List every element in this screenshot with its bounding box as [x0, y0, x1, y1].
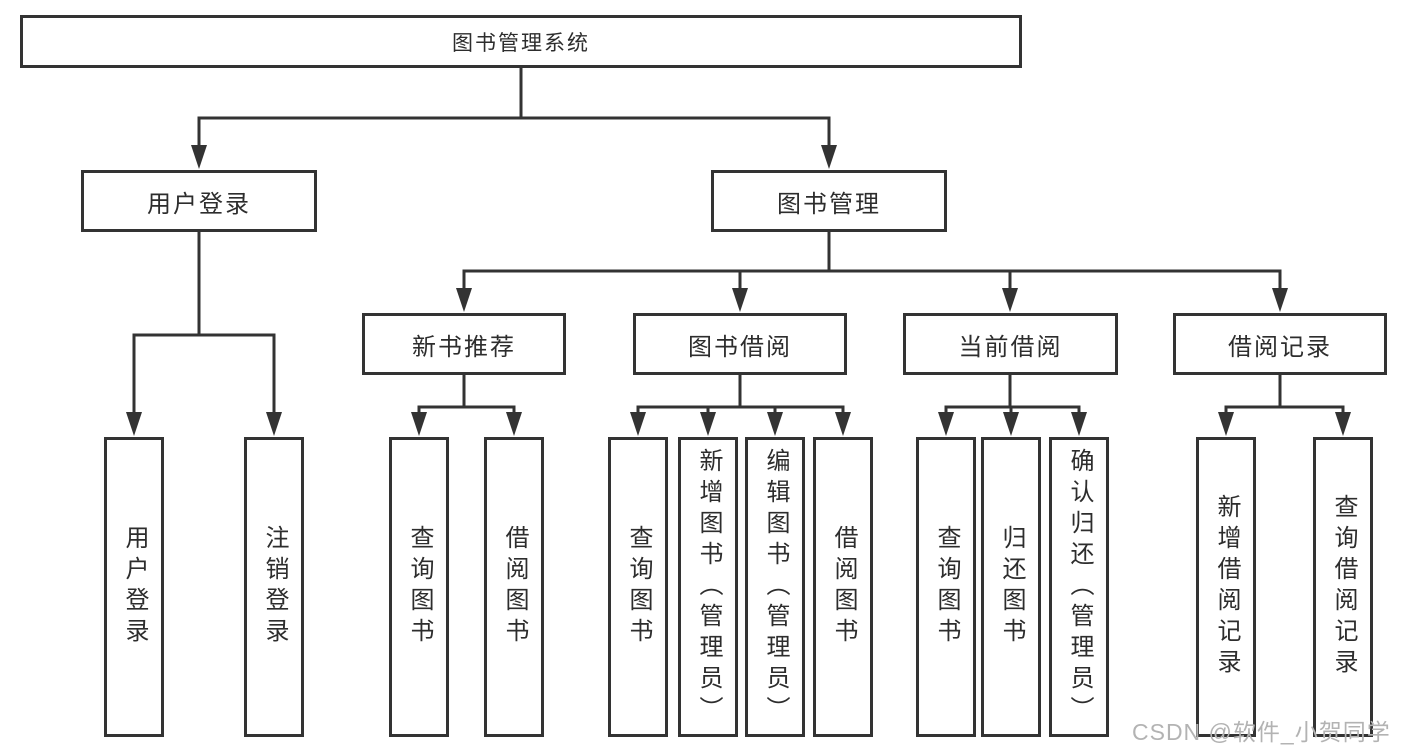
connector-line: [944, 373, 1081, 416]
node-current-query-books: 查询图书: [916, 437, 976, 737]
arrow-head: [1003, 412, 1019, 436]
arrow-head: [1218, 412, 1234, 436]
node-book-management: 图书管理: [711, 170, 947, 232]
arrow-head: [700, 412, 716, 436]
arrow-head: [732, 288, 748, 312]
arrow-head: [835, 412, 851, 436]
arrow-head: [411, 412, 427, 436]
arrow-head: [767, 412, 783, 436]
node-current-borrowing: 当前借阅: [903, 313, 1118, 375]
connector-line: [132, 230, 276, 416]
node-borrow-borrow-books: 借阅图书: [813, 437, 873, 737]
node-login: 用户登录: [104, 437, 164, 737]
arrow-head: [126, 412, 142, 436]
arrow-head: [938, 412, 954, 436]
node-records-query-record: 查询借阅记录: [1313, 437, 1373, 737]
node-current-return-books: 归还图书: [981, 437, 1041, 737]
node-rec-borrow-books: 借阅图书: [484, 437, 544, 737]
connector-book-management-to-level3: [456, 230, 1288, 312]
connector-current-borrowing-to-leaves: [938, 373, 1087, 436]
connector-book-borrowing-to-leaves: [630, 373, 851, 436]
connector-new-book-recommend-to-leaves: [411, 373, 522, 436]
node-book-borrowing: 图书借阅: [633, 313, 847, 375]
node-logout: 注销登录: [244, 437, 304, 737]
arrow-head: [1002, 288, 1018, 312]
arrow-head: [506, 412, 522, 436]
arrow-head: [1272, 288, 1288, 312]
node-root: 图书管理系统: [20, 15, 1022, 68]
connector-user-login-to-leaves: [126, 230, 282, 436]
connector-line: [462, 230, 1282, 292]
connector-line: [636, 373, 845, 416]
arrow-head: [1071, 412, 1087, 436]
arrow-head: [456, 288, 472, 312]
node-borrowing-records: 借阅记录: [1173, 313, 1387, 375]
arrow-head: [821, 145, 837, 169]
connector-borrowing-records-to-leaves: [1218, 373, 1351, 436]
node-user-login: 用户登录: [81, 170, 317, 232]
node-borrow-add-books-admin: 新增图书（管理员）: [678, 437, 738, 737]
node-new-book-recommend: 新书推荐: [362, 313, 566, 375]
node-rec-query-books: 查询图书: [389, 437, 449, 737]
arrow-head: [630, 412, 646, 436]
connector-line: [1224, 373, 1345, 416]
connector-root-to-level2: [191, 66, 837, 169]
node-records-add-record: 新增借阅记录: [1196, 437, 1256, 737]
connector-line: [417, 373, 516, 416]
arrow-head: [1335, 412, 1351, 436]
node-borrow-edit-books-admin: 编辑图书（管理员）: [745, 437, 805, 737]
connector-line: [197, 66, 831, 149]
node-borrow-query-books: 查询图书: [608, 437, 668, 737]
arrow-head: [266, 412, 282, 436]
arrow-head: [191, 145, 207, 169]
node-current-confirm-return-admin: 确认归还（管理员）: [1049, 437, 1109, 737]
